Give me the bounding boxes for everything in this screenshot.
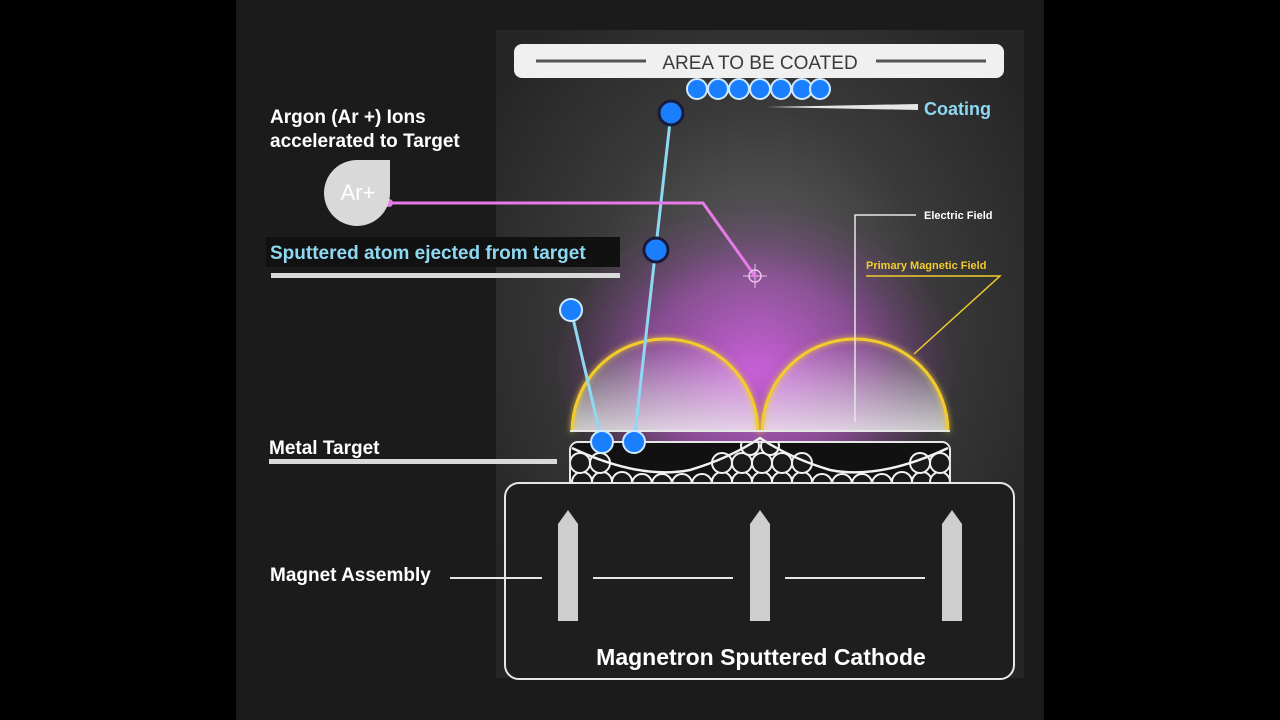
- coating-label: Coating: [924, 99, 991, 119]
- sputtered-label-box: [266, 237, 620, 267]
- argon-ion-icon: [324, 159, 391, 226]
- magnetic-field-arc-left: [570, 337, 760, 433]
- coating-atom: [728, 78, 750, 100]
- metal-target-label: Metal Target: [269, 438, 380, 459]
- ion-path: [389, 201, 757, 277]
- cathode-label: Magnetron Sputtered Cathode: [596, 644, 926, 670]
- coating-atom: [770, 78, 792, 100]
- coated-area-label: AREA TO BE COATED: [662, 53, 857, 74]
- sputtered-atom-icon: [657, 99, 685, 127]
- magnet-pole-icon: [558, 510, 578, 621]
- sputter-trajectory-main: [632, 112, 673, 443]
- electric-field-pointer: [854, 214, 916, 422]
- sputtered-atom-icon: [559, 298, 583, 322]
- sputtered-atom-icon: [642, 236, 670, 264]
- coated-area-bar: [514, 44, 1004, 78]
- coating-atom: [686, 78, 708, 100]
- metal-target-underline: [269, 459, 557, 464]
- crosshair-icon: [743, 264, 767, 288]
- sputtered-label: Sputtered atom ejected from target: [270, 243, 586, 264]
- argon-label-line2: accelerated to Target: [270, 131, 460, 152]
- electric-field-label: Electric Field: [924, 210, 992, 222]
- sputtered-atom-icon: [622, 430, 646, 454]
- sputtered-label-underline: [271, 273, 620, 278]
- sputtered-atom-icon: [590, 430, 614, 454]
- ion-symbol: Ar+: [341, 180, 376, 205]
- metal-target: [569, 430, 951, 495]
- coating-pointer: [766, 104, 918, 110]
- coating-atom: [707, 78, 729, 100]
- sputter-trajectory-short: [569, 309, 604, 443]
- coating-atom: [809, 78, 831, 100]
- argon-label-line1: Argon (Ar +) Ions: [270, 107, 426, 128]
- magnet-pole-icon: [942, 510, 962, 621]
- magnet-assembly-label: Magnet Assembly: [270, 565, 431, 586]
- magnetic-field-label: Primary Magnetic Field: [866, 260, 986, 272]
- coating-atom: [749, 78, 771, 100]
- coating-layer: [686, 78, 831, 100]
- magnet-pole-icon: [750, 510, 770, 621]
- magnetic-field-pointer: [866, 275, 1002, 355]
